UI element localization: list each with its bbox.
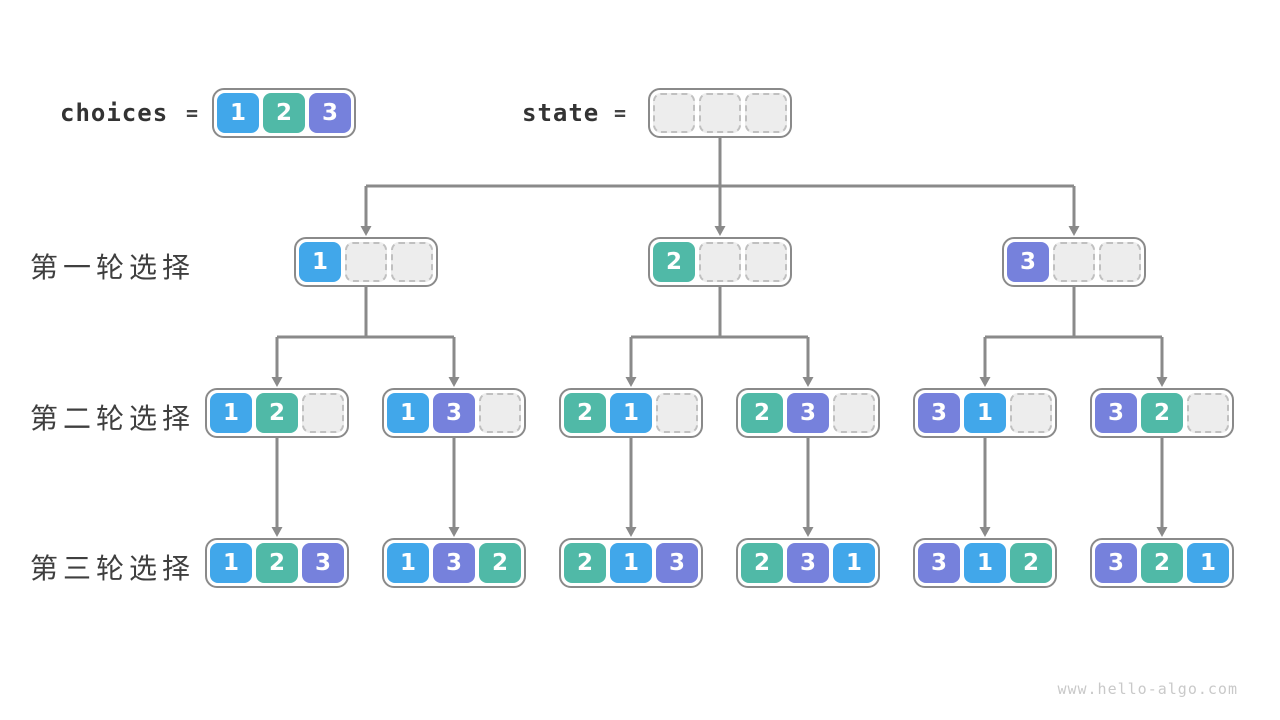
state-equals-sign: = <box>614 101 627 125</box>
choices-label: choices <box>60 99 169 127</box>
value-cell-1: 1 <box>833 543 875 583</box>
value-cell-3: 3 <box>309 93 351 133</box>
value-cell-2: 2 <box>741 393 783 433</box>
empty-cell <box>1010 393 1052 433</box>
empty-cell <box>391 242 433 282</box>
empty-cell <box>302 393 344 433</box>
value-cell-3: 3 <box>433 543 475 583</box>
state-node-1__: 1 <box>294 237 438 287</box>
value-cell-2: 2 <box>564 393 606 433</box>
value-cell-1: 1 <box>387 543 429 583</box>
empty-cell <box>653 93 695 133</box>
empty-cell <box>1099 242 1141 282</box>
empty-cell <box>745 93 787 133</box>
value-cell-2: 2 <box>1141 543 1183 583</box>
state-node-3__: 3 <box>1002 237 1146 287</box>
empty-cell <box>699 93 741 133</box>
state-node-2__: 2 <box>648 237 792 287</box>
empty-cell <box>345 242 387 282</box>
value-cell-2: 2 <box>741 543 783 583</box>
empty-cell <box>479 393 521 433</box>
value-cell-3: 3 <box>787 393 829 433</box>
value-cell-3: 3 <box>918 543 960 583</box>
value-cell-3: 3 <box>433 393 475 433</box>
empty-cell <box>833 393 875 433</box>
value-cell-1: 1 <box>964 393 1006 433</box>
value-cell-3: 3 <box>656 543 698 583</box>
state-array <box>648 88 792 138</box>
value-cell-1: 1 <box>610 543 652 583</box>
value-cell-3: 3 <box>1095 543 1137 583</box>
value-cell-1: 1 <box>217 93 259 133</box>
row-label-round-1: 第一轮选择 <box>30 252 196 283</box>
value-cell-3: 3 <box>1007 242 1049 282</box>
row-label-round-2: 第二轮选择 <box>30 403 196 434</box>
value-cell-1: 1 <box>387 393 429 433</box>
value-cell-1: 1 <box>1187 543 1229 583</box>
value-cell-2: 2 <box>256 543 298 583</box>
value-cell-3: 3 <box>302 543 344 583</box>
value-cell-2: 2 <box>263 93 305 133</box>
value-cell-3: 3 <box>918 393 960 433</box>
row-label-round-3: 第三轮选择 <box>30 553 196 584</box>
watermark: www.hello-algo.com <box>1057 680 1238 698</box>
value-cell-1: 1 <box>610 393 652 433</box>
empty-cell <box>1187 393 1229 433</box>
choices-equals-sign: = <box>186 101 199 125</box>
value-cell-1: 1 <box>210 543 252 583</box>
value-cell-2: 2 <box>479 543 521 583</box>
state-label: state <box>522 99 600 127</box>
empty-cell <box>656 393 698 433</box>
empty-cell <box>745 242 787 282</box>
value-cell-3: 3 <box>1095 393 1137 433</box>
value-cell-2: 2 <box>564 543 606 583</box>
value-cell-1: 1 <box>964 543 1006 583</box>
value-cell-1: 1 <box>299 242 341 282</box>
value-cell-1: 1 <box>210 393 252 433</box>
empty-cell <box>1053 242 1095 282</box>
empty-cell <box>699 242 741 282</box>
value-cell-3: 3 <box>787 543 829 583</box>
value-cell-2: 2 <box>653 242 695 282</box>
value-cell-2: 2 <box>1141 393 1183 433</box>
value-cell-2: 2 <box>256 393 298 433</box>
value-cell-2: 2 <box>1010 543 1052 583</box>
